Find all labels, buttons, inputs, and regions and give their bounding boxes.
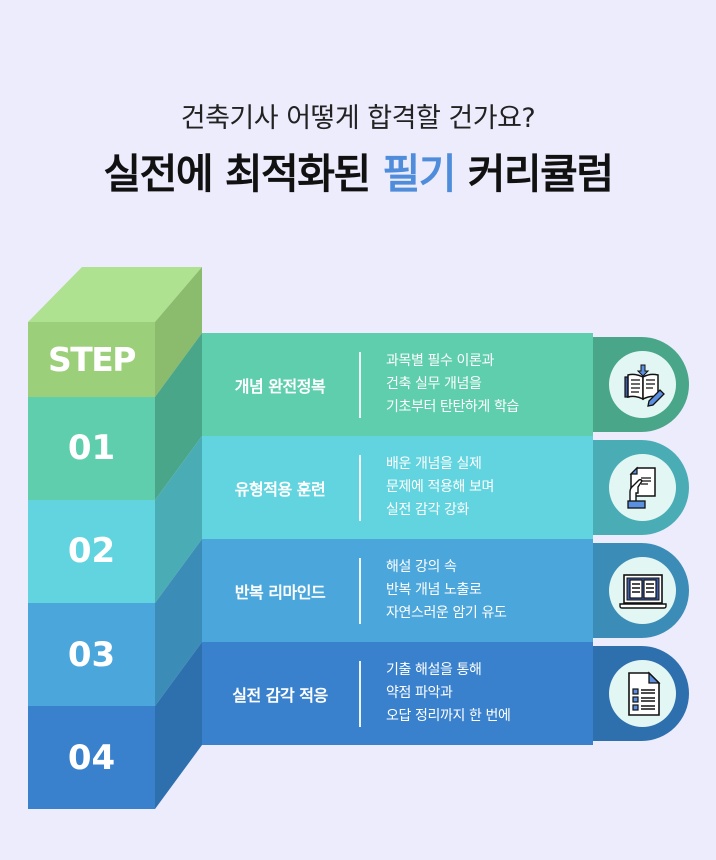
step-title: 유형적용 훈련	[234, 479, 326, 499]
icon-circle	[609, 454, 676, 521]
step-title: 개념 완전정복	[234, 376, 326, 396]
step-number-04: 04	[67, 738, 116, 778]
step-side-face	[155, 267, 202, 397]
title-highlight: 필기	[382, 150, 456, 198]
step-row-03: 반복 리마인드 해설 강의 속 반복 개념 노출로 자연스러운 암기 유도	[202, 539, 593, 642]
hand-document-icon	[626, 466, 656, 509]
step-description: 해설 강의 속 반복 개념 노출로 자연스러운 암기 유도	[386, 556, 507, 625]
step-03-front	[28, 603, 155, 706]
desc-line: 약점 파악과	[386, 685, 453, 701]
title-prefix: 실전에 최적화된	[103, 150, 383, 198]
step-01-side	[155, 333, 202, 500]
step-number-02: 02	[67, 531, 116, 571]
desc-line: 과목별 필수 이론과	[386, 353, 494, 369]
step-04-front	[28, 706, 155, 809]
step-title: 실전 감각 적응	[232, 685, 328, 705]
divider	[359, 558, 361, 624]
desc-line: 실전 감각 강화	[386, 502, 469, 518]
step-04-icon-tab	[593, 646, 689, 741]
laptop-book-icon	[618, 573, 667, 609]
icon-circle	[609, 660, 676, 727]
desc-line: 배운 개념을 실제	[386, 456, 482, 472]
desc-line: 문제에 적용해 보며	[386, 479, 494, 495]
step-number-01: 01	[67, 428, 116, 468]
divider	[359, 352, 361, 418]
step-03-icon-tab	[593, 543, 689, 638]
subtitle: 건축기사 어떻게 합격할 건가요?	[180, 103, 536, 134]
step-02-side	[155, 436, 202, 603]
book-pencil-icon	[623, 364, 665, 407]
desc-line: 자연스러운 암기 유도	[386, 605, 507, 621]
step-front-face	[28, 322, 155, 397]
step-row-02: 유형적용 훈련 배운 개념을 실제 문제에 적용해 보며 실전 감각 강화	[202, 436, 593, 539]
step-top-face	[28, 267, 202, 322]
step-01-front	[28, 397, 155, 500]
step-03-side	[155, 539, 202, 706]
step-04-side	[155, 642, 202, 809]
step-title: 반복 리마인드	[234, 582, 326, 602]
step-row-01: 개념 완전정복 과목별 필수 이론과 건축 실무 개념을 기초부터 탄탄하게 학…	[202, 333, 593, 436]
divider	[359, 455, 361, 521]
step-01-icon-tab	[593, 337, 689, 432]
step-02-icon-tab	[593, 440, 689, 535]
desc-line: 건축 실무 개념을	[386, 376, 482, 392]
step-description: 과목별 필수 이론과 건축 실무 개념을 기초부터 탄탄하게 학습	[386, 350, 519, 419]
page-title: 실전에 최적화된 필기 커리큘럼	[0, 140, 716, 200]
step-number-03: 03	[67, 635, 116, 675]
step-description: 배운 개념을 실제 문제에 적용해 보며 실전 감각 강화	[386, 453, 494, 522]
desc-line: 기초부터 탄탄하게 학습	[386, 399, 519, 415]
step-label: STEP	[47, 340, 137, 379]
desc-line: 반복 개념 노출로	[386, 582, 482, 598]
desc-line: 오답 정리까지 한 번에	[386, 708, 511, 724]
desc-line: 기출 해설을 통해	[386, 662, 482, 678]
desc-line: 해설 강의 속	[386, 559, 457, 575]
icon-circle	[609, 557, 676, 624]
icon-circle	[609, 351, 676, 418]
divider	[359, 661, 361, 727]
checklist-document-icon	[627, 670, 661, 716]
step-row-04: 실전 감각 적응 기출 해설을 통해 약점 파악과 오답 정리까지 한 번에	[202, 642, 593, 745]
step-description: 기출 해설을 통해 약점 파악과 오답 정리까지 한 번에	[386, 659, 511, 728]
title-suffix: 커리큘럼	[454, 150, 614, 198]
step-02-front	[28, 500, 155, 603]
